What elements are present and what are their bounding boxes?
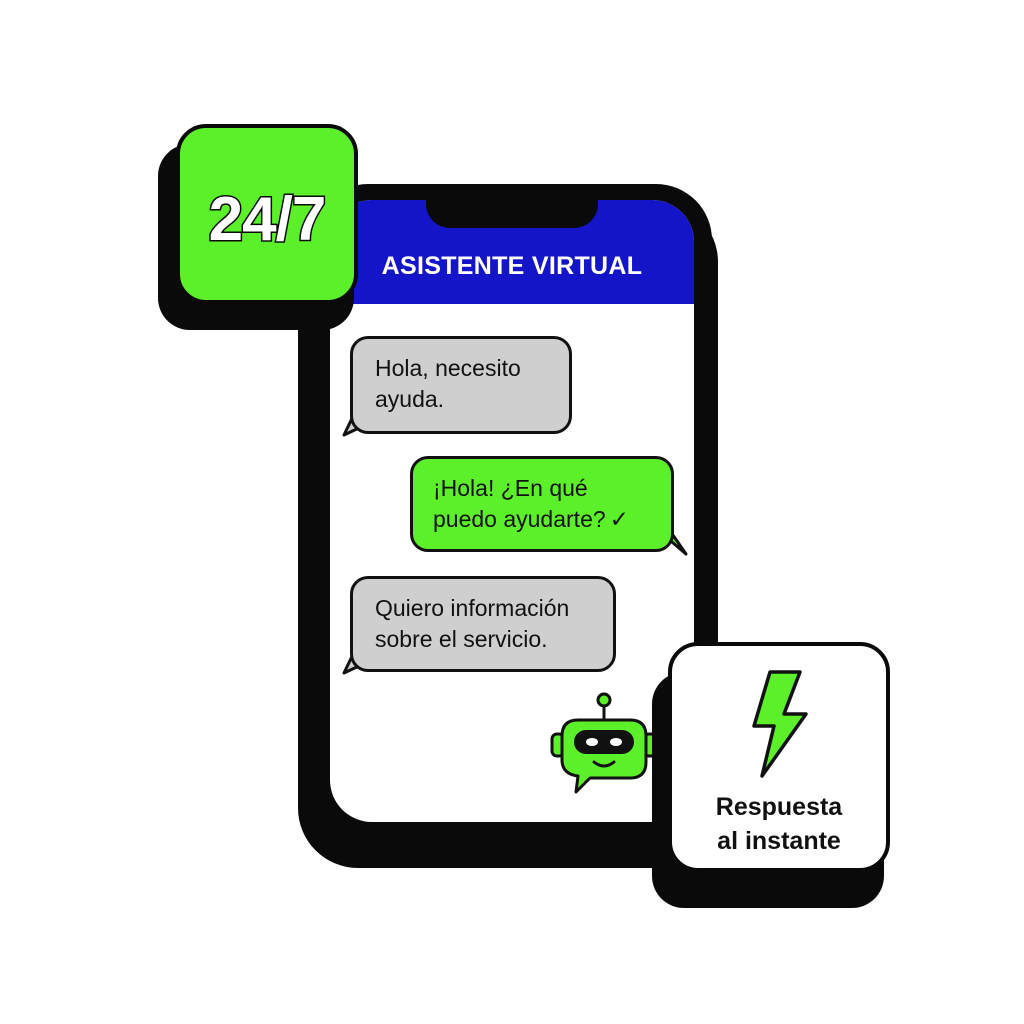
availability-text: 24/7 bbox=[207, 184, 328, 256]
message-line: Hola, necesito bbox=[375, 355, 521, 381]
message-line: ayuda. bbox=[375, 386, 445, 412]
message-line: Quiero información bbox=[375, 595, 570, 621]
message-line: ¡Hola! ¿En qué bbox=[433, 475, 588, 501]
lightning-bolt-icon bbox=[752, 670, 808, 778]
availability-badge: 24/7 bbox=[176, 124, 358, 304]
instant-response-badge: Respuesta al instante bbox=[668, 642, 890, 872]
message-line: puedo ayudarte?✓ bbox=[433, 504, 649, 535]
checkmark-icon: ✓ bbox=[609, 506, 629, 532]
chat-message-user: Quiero información sobre el servicio. bbox=[350, 576, 616, 672]
chat-title: ASISTENTE VIRTUAL bbox=[381, 252, 643, 280]
chat-message-bot: ¡Hola! ¿En qué puedo ayudarte?✓ bbox=[410, 456, 674, 552]
chat-message-user: Hola, necesito ayuda. bbox=[350, 336, 572, 434]
message-line: sobre el servicio. bbox=[375, 626, 548, 652]
phone-notch bbox=[426, 200, 598, 228]
message-text: puedo ayudarte? bbox=[433, 506, 606, 532]
chat-header: ASISTENTE VIRTUAL bbox=[330, 200, 694, 304]
label-line: al instante bbox=[717, 827, 841, 855]
label-line: Respuesta bbox=[715, 793, 843, 821]
robot-icon bbox=[550, 692, 658, 794]
instant-response-label: Respuesta al instante bbox=[672, 790, 886, 858]
